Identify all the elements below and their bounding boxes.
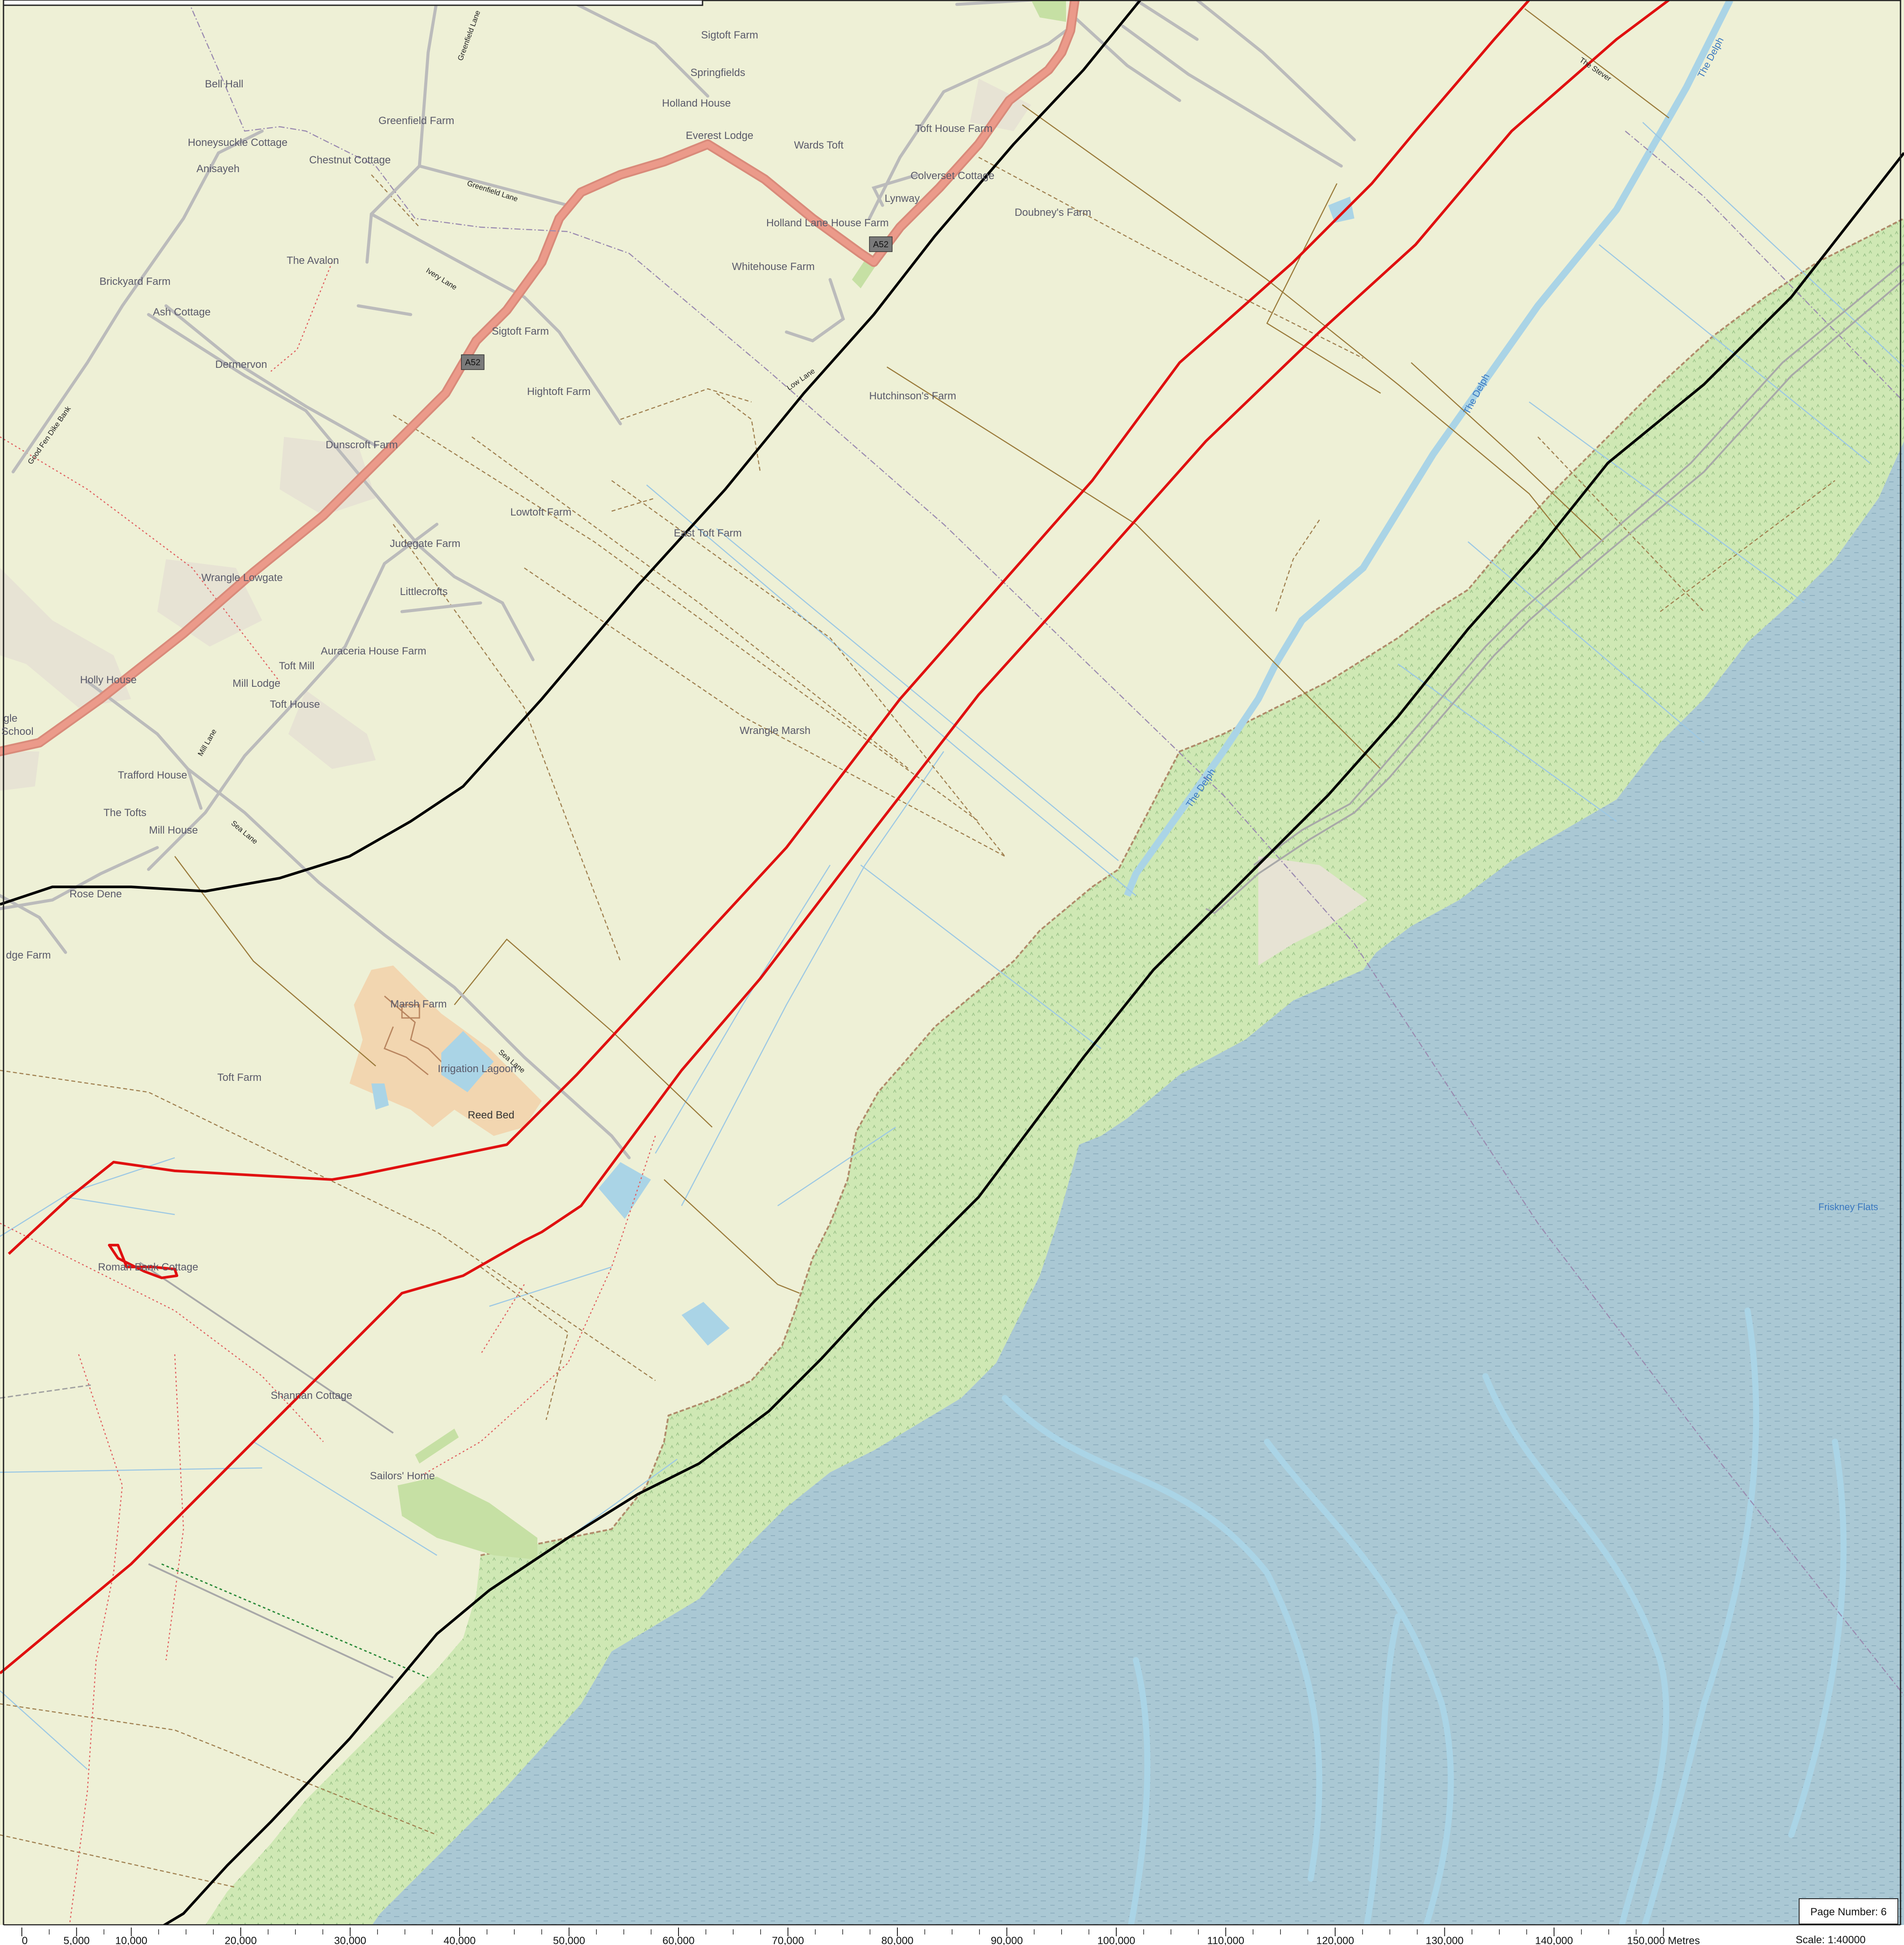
scale-tick-label: 0 — [22, 1935, 28, 1945]
place-label: Lynway — [885, 193, 920, 204]
page-number: Page Number: 6 — [1811, 1906, 1887, 1918]
place-label: School — [1, 726, 33, 737]
place-label: Hightoft Farm — [527, 386, 590, 398]
place-label: Holly House — [80, 674, 136, 686]
tidal-creeks — [1002, 1308, 1847, 1945]
scale-tick-label: 50,000 — [553, 1935, 585, 1945]
built-areas — [0, 79, 1367, 966]
place-label: Roman Bank Cottage — [98, 1261, 198, 1273]
place-label: Ash Cottage — [153, 306, 211, 318]
place-label: Reed Bed — [468, 1109, 515, 1121]
place-label: Wrangle Marsh — [740, 725, 810, 737]
place-label: Brickyard Farm — [100, 276, 171, 287]
scale-tick-label: 40,000 — [443, 1935, 475, 1945]
place-label: Holland House — [662, 97, 730, 109]
place-label: Toft House — [270, 699, 320, 710]
place-label: Wards Toft — [794, 139, 844, 151]
a52-road-core — [0, 0, 1078, 754]
scale-ticks: 0 5,000 10,000 20,000 30,000 40,000 50,000 60,0… — [21, 1928, 1700, 1945]
place-label: Anisayeh — [197, 163, 240, 175]
a52-shield-label: A52 — [873, 240, 889, 249]
place-label: The Tofts — [104, 807, 146, 819]
a52-shield: A52 — [461, 354, 485, 370]
place-label: Colverset Cottage — [910, 170, 994, 182]
place-label: Honeysuckle Cottage — [188, 137, 287, 149]
sea-bank — [480, 218, 1904, 1556]
place-label: Sigtoft Farm — [701, 29, 758, 41]
scale-label: Scale: 1:40000 — [1796, 1934, 1866, 1945]
scale-tick-label: 120,000 — [1316, 1935, 1354, 1945]
page-number-box: Page Number: 6 — [1799, 1898, 1898, 1924]
scale-tick-label: 30,000 — [334, 1935, 366, 1945]
place-label: Chestnut Cottage — [309, 154, 391, 166]
scale-tick-label: 20,000 — [225, 1935, 256, 1945]
red-route-lines — [0, 0, 1670, 1675]
place-label: Sailors' Home — [370, 1470, 435, 1482]
place-label: Whitehouse Farm — [732, 261, 814, 273]
water-label: Friskney Flats — [1818, 1201, 1878, 1212]
place-label: Littlecrofts — [400, 586, 447, 598]
place-label: Everest Lodge — [686, 130, 754, 142]
place-label: Wrangle Lowgate — [201, 572, 283, 584]
place-label: dge Farm — [6, 949, 51, 961]
scale-tick-label: 80,000 — [881, 1935, 913, 1945]
place-label: Mill House — [149, 824, 198, 836]
place-label: Marsh Farm — [390, 998, 447, 1010]
scale-tick-label: 5,000 — [63, 1935, 90, 1945]
scale-tick-label: 100,000 — [1097, 1935, 1135, 1945]
place-label: Hutchinson's Farm — [869, 390, 956, 402]
scale-tick-label: 60,000 — [662, 1935, 694, 1945]
place-label: Springfields — [690, 67, 745, 79]
place-label: Greenfield Farm — [378, 115, 454, 127]
embankment-line — [139, 261, 1904, 1679]
place-label: Doubney's Farm — [1014, 207, 1091, 218]
place-label: Toft House Farm — [915, 123, 992, 135]
a52-shield-label: A52 — [465, 358, 481, 367]
place-label: Rose Dene — [69, 888, 122, 900]
a52-shield: A52 — [869, 236, 893, 252]
place-label: East Toft Farm — [674, 527, 742, 539]
place-label: The Avalon — [287, 255, 339, 266]
scale-bar: 0 5,000 10,000 20,000 30,000 40,000 50,000 60,0… — [0, 1924, 1904, 1945]
the-delph-drain — [1124, 0, 1734, 897]
place-label: Auraceria House Farm — [321, 645, 426, 657]
place-label: Dunscroft Farm — [325, 439, 398, 451]
scale-tick-label: 140,000 — [1535, 1935, 1573, 1945]
place-label: Sigtoft Farm — [492, 325, 549, 337]
minor-roads — [0, 0, 1356, 1159]
sea-area — [358, 441, 1904, 1945]
place-label: Holland Lane House Farm — [766, 217, 889, 229]
place-labels: Sigtoft Farm Springfields Holland House … — [1, 29, 1091, 1482]
footpaths — [0, 262, 656, 1923]
scale-tick-label: 150,000 Metres — [1627, 1935, 1700, 1945]
place-label: Bell Hall — [205, 78, 243, 90]
green-dashed-line — [161, 1563, 429, 1679]
place-label: Dermervon — [215, 359, 267, 370]
scale-tick-label: 130,000 — [1426, 1935, 1464, 1945]
scale-tick-label: 70,000 — [772, 1935, 804, 1945]
brown-drains — [174, 8, 1669, 1294]
place-label: Judegate Farm — [390, 538, 460, 550]
scale-tick-label: 90,000 — [991, 1935, 1023, 1945]
place-label: Lowtoft Farm — [510, 506, 571, 518]
place-label: Trafford House — [118, 769, 187, 781]
place-label: Toft Mill — [279, 660, 314, 672]
ponds — [371, 197, 1354, 1346]
place-label: Shannan Cottage — [271, 1390, 353, 1402]
place-label: Mill Lodge — [232, 678, 280, 689]
place-label: gle — [3, 713, 17, 724]
scale-tick-label: 10,000 — [115, 1935, 147, 1945]
grass-patches — [398, 0, 1066, 1560]
place-label: Irrigation Lagoon — [438, 1063, 516, 1075]
scale-tick-label: 110,000 — [1207, 1935, 1244, 1945]
place-label: Toft Farm — [217, 1072, 261, 1083]
boundary-line — [187, 0, 1904, 1696]
saltmarsh-area — [192, 218, 1904, 1945]
